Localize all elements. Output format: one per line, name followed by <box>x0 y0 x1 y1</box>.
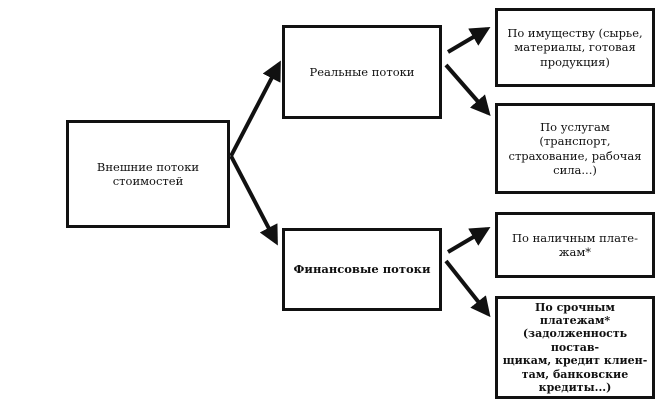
arrow-real-to-services <box>444 63 491 117</box>
node-label: По наличным плате- жам* <box>511 230 638 259</box>
node-label: Реальные потоки <box>309 64 415 79</box>
node-property: По имуществу (сырье, материалы, готовая … <box>495 8 655 87</box>
node-financial-flows: Финансовые потоки <box>282 228 442 311</box>
node-external-value-flows: Внешние потоки стоимостей <box>66 120 230 228</box>
node-real-flows: Реальные потоки <box>282 25 442 119</box>
node-label: Внешние потоки стоимостей <box>96 159 200 188</box>
node-label: По услугам (транспорт, страхование, рабо… <box>508 120 642 177</box>
node-label: По срочным платежам* (задолженность пост… <box>502 300 648 395</box>
node-label: По имуществу (сырье, материалы, готовая … <box>507 26 643 69</box>
node-cash-payments: По наличным плате- жам* <box>495 212 655 278</box>
node-services: По услугам (транспорт, страхование, рабо… <box>495 103 655 194</box>
node-label: Финансовые потоки <box>293 262 431 277</box>
arrow-fin-to-term <box>444 259 491 318</box>
arrow-root-to-real <box>229 60 281 157</box>
arrow-real-to-property <box>446 26 491 54</box>
arrow-fin-to-cash <box>446 226 491 254</box>
arrow-root-to-fin <box>229 155 278 246</box>
node-term-payments: По срочным платежам* (задолженность пост… <box>495 296 655 399</box>
